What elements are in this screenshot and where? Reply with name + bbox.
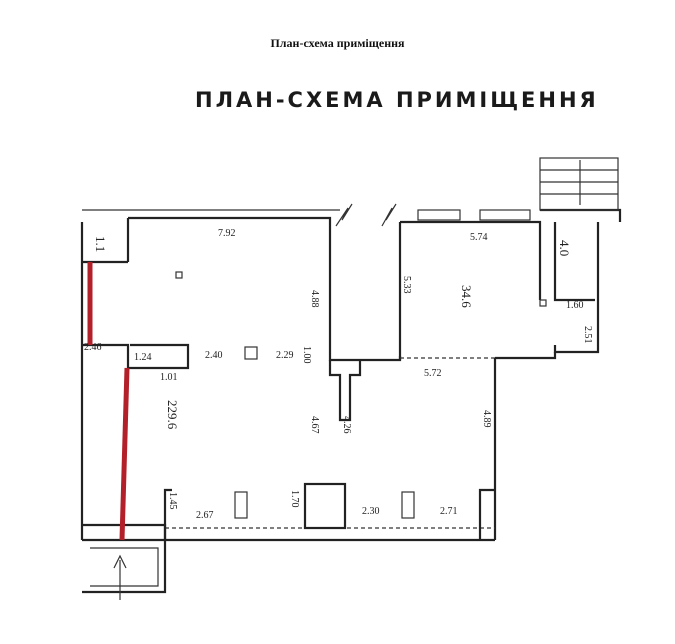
document-title: План-схема приміщення [270, 36, 405, 50]
bottom-left-pier [163, 488, 172, 540]
fixture-1 [175, 271, 183, 279]
break-mark-right [381, 203, 397, 227]
dim-2-30: 2.30 [362, 506, 380, 517]
small-room-inner [553, 222, 595, 302]
dim-4-88: 4.88 [309, 290, 320, 308]
dim-2-40: 2.40 [205, 350, 223, 361]
dim-2-71: 2.71 [440, 506, 458, 517]
left-partition [82, 343, 190, 370]
stairs [539, 157, 619, 211]
dim-2-29: 2.29 [276, 350, 294, 361]
fixture-3 [234, 491, 248, 519]
dimension-labels: 7.92 5.74 4.88 5.33 1.60 2.51 2.46 1.24 … [84, 228, 593, 521]
bottom-right-pier [478, 488, 495, 540]
column [328, 360, 362, 422]
office-top-wall [400, 220, 542, 300]
room-entry-label: 1.1 [93, 236, 108, 252]
room-main-label: 229.6 [165, 400, 180, 430]
plan-heading: ПЛАН-СХЕМА ПРИМІЩЕННЯ [195, 88, 599, 112]
break-mark-left [335, 203, 353, 227]
fixture-5 [401, 491, 415, 519]
dim-4-26: 4.26 [341, 416, 352, 434]
dim-5-74: 5.74 [470, 232, 488, 243]
dim-1-45: 1.45 [167, 492, 178, 510]
small-room-top [540, 208, 622, 222]
dim-4-67: 4.67 [309, 416, 320, 434]
fixture-6 [539, 299, 547, 307]
room-small-label: 4.0 [557, 240, 572, 256]
dim-1-70: 1.70 [289, 490, 300, 508]
outer-walls [80, 157, 622, 600]
entrance-inner [90, 547, 159, 587]
dim-1-60: 1.60 [566, 300, 584, 311]
main-top-wall [128, 216, 332, 222]
highlight-wall-lower [119, 367, 130, 541]
partition-wall [328, 222, 402, 362]
dim-1-00: 1.00 [301, 346, 312, 364]
office-bottom-wall [495, 352, 557, 360]
dim-2-51: 2.51 [582, 326, 593, 344]
dim-5-33: 5.33 [401, 276, 412, 294]
window-office-1 [417, 209, 461, 221]
dim-7-92: 7.92 [218, 228, 236, 239]
dim-1-24: 1.24 [134, 352, 152, 363]
window-office-2 [479, 209, 531, 221]
dim-4-89: 4.89 [481, 410, 492, 428]
room-office-label: 34.6 [459, 285, 474, 308]
right-wall-step [553, 300, 600, 354]
entry-arrow-head [113, 554, 127, 569]
dim-5-72: 5.72 [424, 368, 442, 379]
fixture-4 [303, 482, 347, 530]
bottom-wall [82, 523, 495, 542]
dim-1-01: 1.01 [160, 372, 178, 383]
dim-2-46: 2.46 [84, 342, 102, 353]
dim-2-67: 2.67 [196, 510, 214, 521]
fixture-2 [244, 346, 258, 360]
